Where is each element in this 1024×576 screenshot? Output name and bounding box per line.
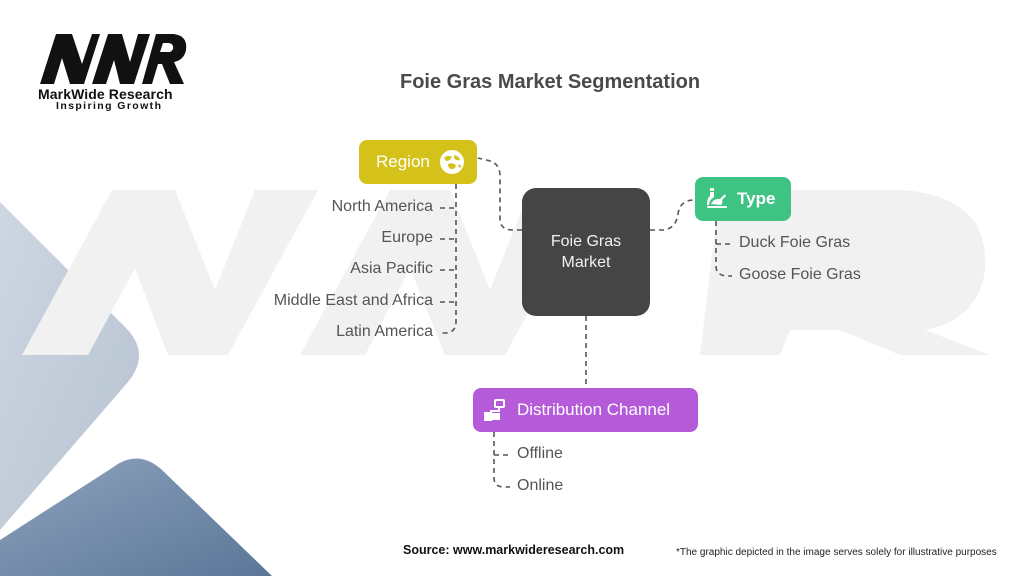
roast-duck-icon bbox=[707, 188, 727, 208]
brand-tagline: Inspiring Growth bbox=[56, 100, 163, 112]
network-icon bbox=[484, 399, 505, 421]
region-item-europe: Europe bbox=[381, 229, 433, 246]
segment-node-type: Type bbox=[695, 177, 791, 221]
region-label: Region bbox=[376, 152, 430, 171]
globe-icon bbox=[439, 150, 464, 174]
brand-name: MarkWide Research bbox=[38, 86, 173, 102]
distribution-item-offline: Offline bbox=[517, 445, 563, 462]
segment-node-distribution-channel: Distribution Channel bbox=[473, 388, 698, 432]
type-label: Type bbox=[737, 189, 776, 208]
disclaimer-text: *The graphic depicted in the image serve… bbox=[676, 547, 997, 558]
center-node-foie-gras-market: Foie Gras Market bbox=[522, 188, 650, 316]
distribution-item-online: Online bbox=[517, 477, 564, 494]
source-text: Source: www.markwideresearch.com bbox=[403, 543, 625, 557]
center-label-line2: Market bbox=[561, 254, 611, 271]
page-title: Foie Gras Market Segmentation bbox=[400, 71, 701, 93]
type-item-goose-foie-gras: Goose Foie Gras bbox=[739, 266, 861, 283]
region-item-asia-pacific: Asia Pacific bbox=[350, 260, 433, 277]
distribution-label: Distribution Channel bbox=[517, 400, 671, 419]
segment-node-region: Region bbox=[359, 140, 477, 184]
region-item-latin-america: Latin America bbox=[336, 323, 433, 340]
region-item-middle-east-africa: Middle East and Africa bbox=[273, 292, 433, 309]
center-label-line1: Foie Gras bbox=[550, 233, 622, 250]
type-item-duck-foie-gras: Duck Foie Gras bbox=[739, 234, 851, 251]
region-item-north-america: North America bbox=[331, 198, 433, 215]
markwide-logo-icon bbox=[40, 34, 187, 84]
